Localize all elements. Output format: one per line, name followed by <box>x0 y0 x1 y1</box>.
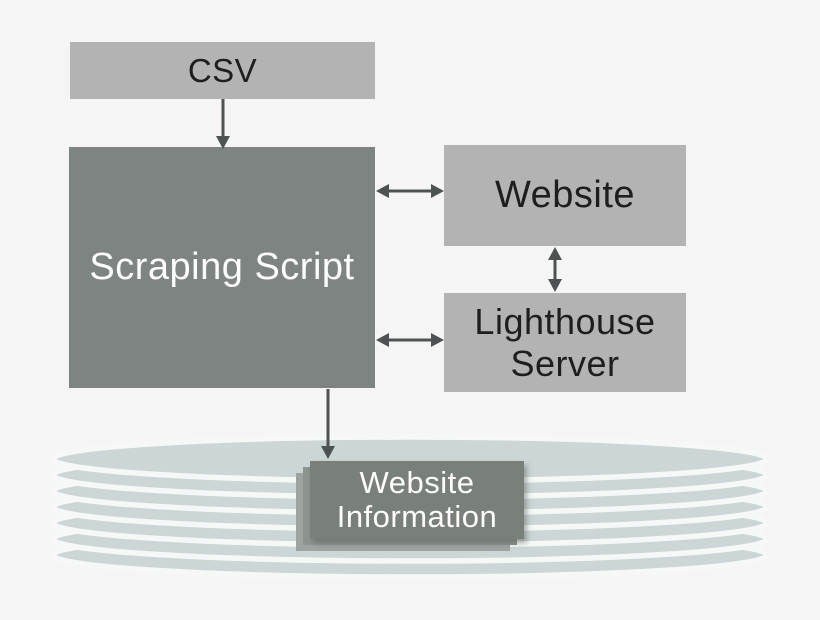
node-website-information: Website Information <box>310 461 524 539</box>
arrow-scraping-script-website <box>376 184 444 198</box>
node-csv-label: CSV <box>187 51 258 89</box>
arrow-scraping-script-to-website-information <box>321 389 335 459</box>
node-lighthouse-server: Lighthouse Server <box>444 293 686 392</box>
node-website-label: Website <box>494 174 636 216</box>
node-lighthouse-server-label: Lighthouse Server <box>474 301 656 384</box>
node-scraping-script: Scraping Script <box>69 147 375 388</box>
arrow-scraping-script-lighthouse-server <box>376 333 444 347</box>
node-website: Website <box>444 145 686 246</box>
node-scraping-script-label: Scraping Script <box>89 246 355 288</box>
arrow-csv-to-scraping-script <box>216 99 230 149</box>
node-website-information-label: Website Information <box>336 464 498 534</box>
arrow-website-lighthouse-server <box>548 247 562 292</box>
node-csv: CSV <box>70 42 375 99</box>
